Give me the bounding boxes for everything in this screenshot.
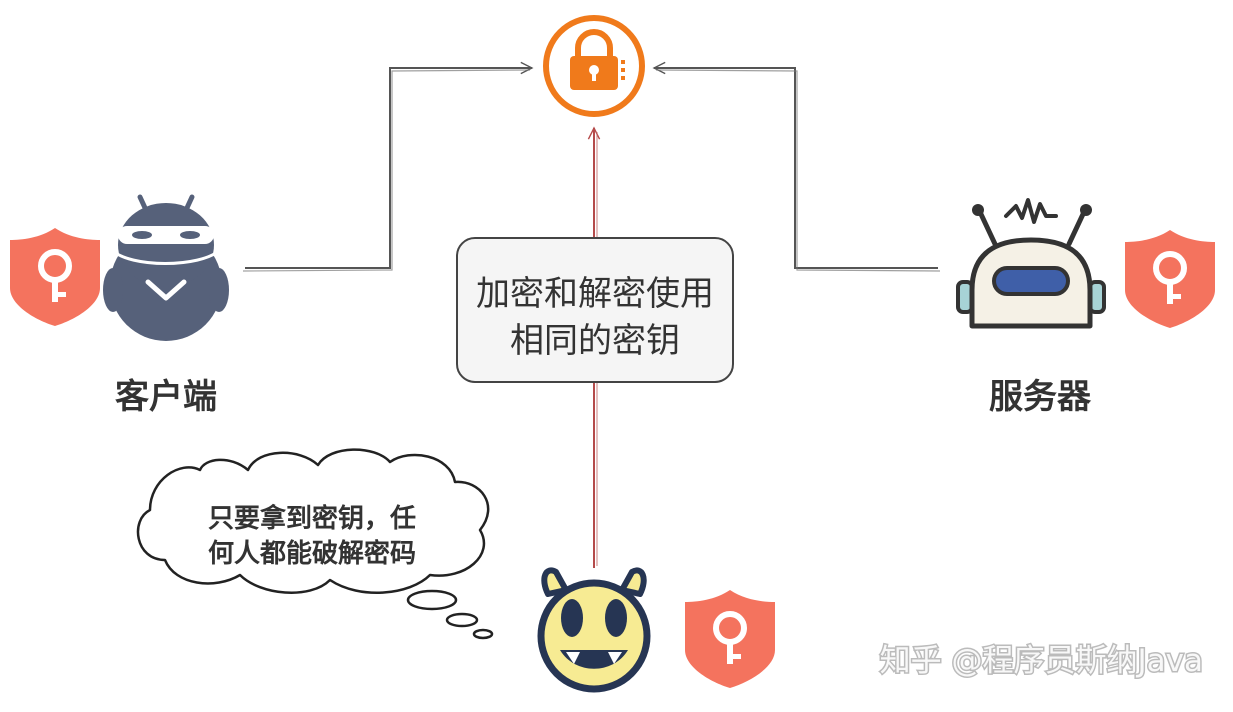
server-label: 服务器	[989, 377, 1092, 417]
server-to-lock-connector	[654, 68, 941, 272]
shared-key-note-line1: 加密和解密使用	[476, 274, 714, 314]
devil-face-icon	[537, 567, 651, 693]
client-shield-key-icon	[10, 228, 100, 326]
watermark: 知乎 @程序员斯纳Java 知乎 @程序员斯纳Java	[878, 642, 1204, 681]
attacker-shield-key-icon	[685, 590, 775, 688]
thought-bubble: 只要拿到密钥，任 何人都能破解密码	[136, 448, 494, 640]
watermark-text-shadow: 知乎 @程序员斯纳Java	[880, 643, 1203, 679]
ninja-robot-icon	[103, 194, 229, 341]
server-robot-icon	[956, 198, 1106, 329]
lock-icon	[543, 15, 645, 117]
client-label: 客户端	[115, 377, 217, 417]
client-to-lock-connector	[242, 68, 532, 272]
thought-bubble-line1: 只要拿到密钥，任	[208, 503, 416, 534]
shared-key-note-line2: 相同的密钥	[510, 321, 680, 361]
watermark-text: 知乎 @程序员斯纳Java	[880, 643, 1203, 679]
server-shield-key-icon	[1125, 230, 1215, 328]
shared-key-note-box: 加密和解密使用 相同的密钥	[456, 237, 734, 383]
thought-bubble-line2: 何人都能破解密码	[208, 538, 416, 569]
